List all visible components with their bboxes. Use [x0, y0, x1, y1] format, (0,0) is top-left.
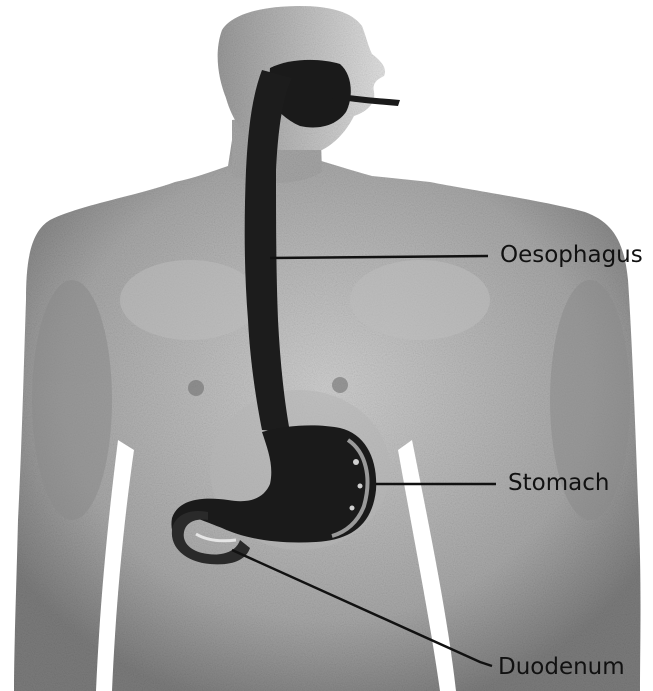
stomach-label: Stomach: [508, 472, 609, 495]
right-nipple: [332, 377, 348, 393]
oesophagus-label: Oesophagus: [500, 244, 643, 267]
left-nipple: [188, 380, 204, 396]
duodenum-label: Duodenum: [498, 656, 625, 679]
